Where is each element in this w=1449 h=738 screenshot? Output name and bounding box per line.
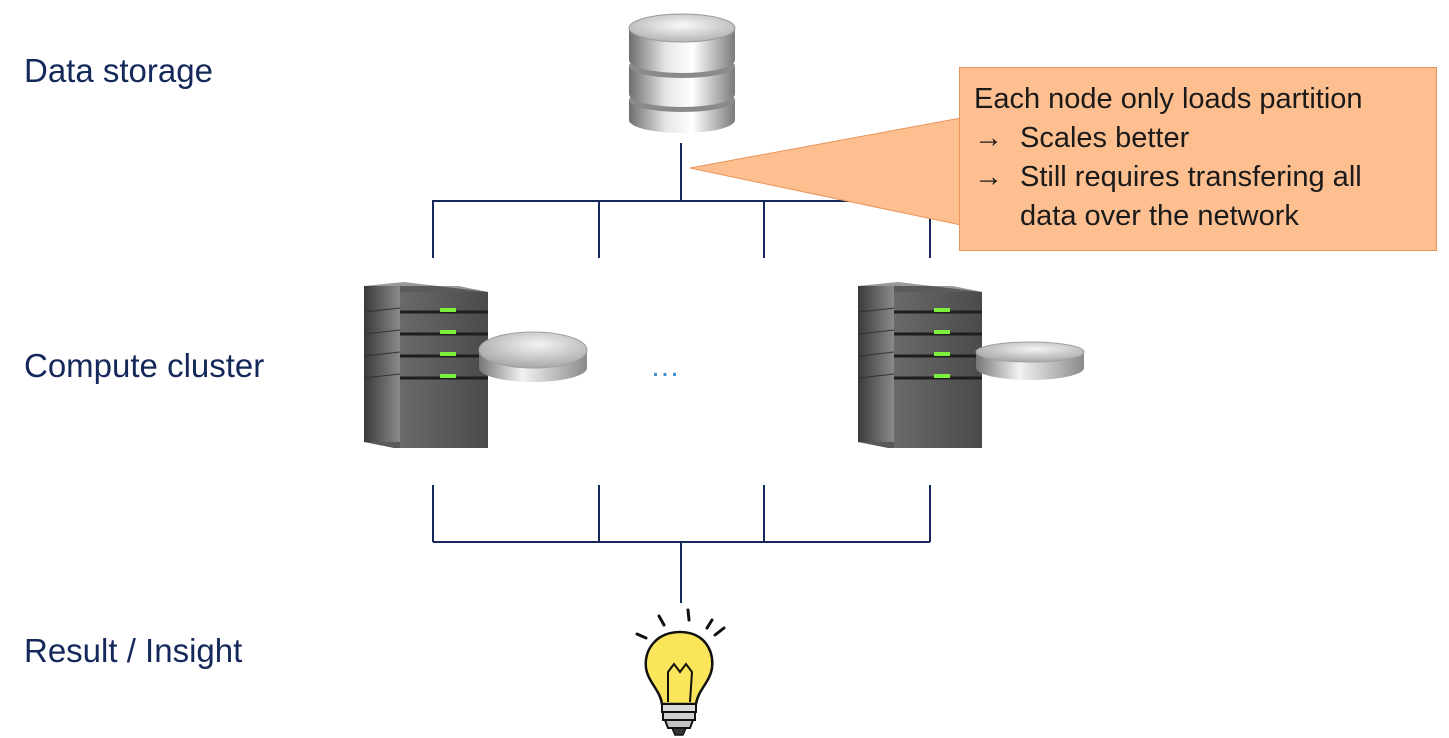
callout-line-4: data over the network bbox=[974, 197, 1422, 236]
server-icon bbox=[858, 282, 982, 448]
server-icon bbox=[364, 282, 488, 448]
callout-text-3: Still requires transfering all bbox=[1020, 161, 1362, 193]
database-icon bbox=[628, 13, 736, 133]
ellipsis-more-nodes: … bbox=[650, 350, 681, 383]
disk-icon bbox=[478, 331, 588, 382]
arrow-right-icon: → bbox=[974, 161, 1003, 193]
label-compute-cluster: Compute cluster bbox=[24, 347, 265, 384]
arrow-right-icon: → bbox=[974, 122, 1003, 154]
disk-icon bbox=[975, 341, 1085, 380]
callout-line-2: → Scales better bbox=[974, 119, 1422, 158]
callout-line-3: → Still requires transfering all bbox=[974, 158, 1422, 197]
callout-line-1: Each node only loads partition bbox=[974, 83, 1363, 115]
lightbulb-icon bbox=[635, 608, 726, 736]
label-data-storage: Data storage bbox=[24, 52, 213, 89]
callout-text-2: Scales better bbox=[1020, 122, 1190, 154]
label-result-insight: Result / Insight bbox=[24, 632, 243, 669]
callout-text-4: data over the network bbox=[1020, 200, 1299, 232]
callout-box: Each node only loads partition → Scales b… bbox=[959, 67, 1437, 251]
